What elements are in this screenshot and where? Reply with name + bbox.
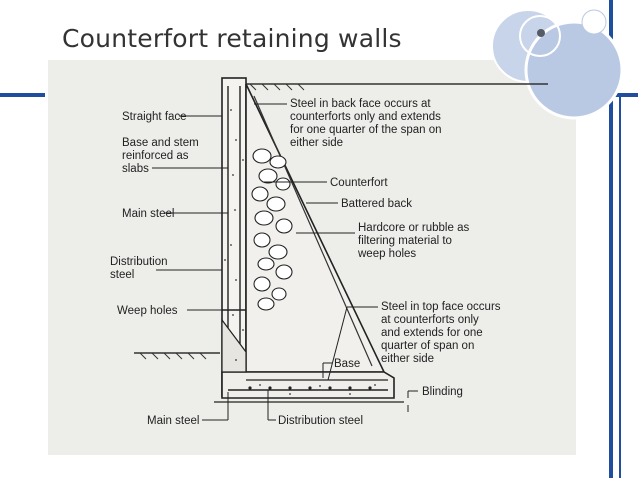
accent-circle-back (524, 20, 624, 120)
label-distribution-steel-bottom: Distribution steel (278, 415, 363, 427)
accent-dot (537, 29, 545, 37)
toe-haunch (221, 318, 247, 373)
accent-circle-ring (519, 15, 561, 57)
label-steel-top-face-3: and extends for one (381, 327, 483, 339)
label-distribution-steel-1: Distribution (110, 256, 168, 268)
right-vertical-rule-thin (619, 96, 621, 478)
accent-circle-small (581, 9, 607, 35)
label-base: Base (334, 358, 360, 370)
right-vertical-rule (609, 0, 613, 478)
base-concrete-stipple (235, 359, 376, 395)
distribution-steel-dots (248, 386, 372, 390)
label-blinding: Blinding (422, 386, 463, 398)
label-base-stem-3: slabs (122, 163, 149, 175)
label-steel-top-face-4: quarter of span on (381, 340, 474, 352)
label-hardcore-3: weep holes (357, 248, 416, 260)
label-battered-back: Battered back (341, 198, 412, 210)
label-main-steel-left: Main steel (122, 208, 174, 220)
front-ground-hatching (139, 352, 207, 360)
label-weep-holes: Weep holes (117, 305, 178, 317)
label-distribution-steel-2: steel (110, 269, 134, 281)
label-main-steel-bottom: Main steel (147, 415, 199, 427)
base-slab (221, 371, 395, 399)
label-steel-top-face-2: at counterforts only (381, 314, 479, 326)
label-straight-face: Straight face (122, 111, 187, 123)
label-base-stem-1: Base and stem (122, 137, 199, 149)
label-base-stem-2: reinforced as (122, 150, 189, 162)
label-steel-top-face-5: either side (381, 353, 434, 365)
hardcore-rubble (251, 148, 293, 311)
label-steel-back-face-2: counterforts only and extends (290, 111, 441, 123)
ground-hatching (249, 83, 305, 91)
label-steel-back-face-4: either side (290, 137, 343, 149)
label-hardcore-1: Hardcore or rubble as (358, 222, 469, 234)
label-steel-back-face-3: for one quarter of the span on (290, 124, 442, 136)
slide-title: Counterfort retaining walls (62, 24, 402, 53)
label-counterfort: Counterfort (330, 177, 388, 189)
counterfort-back-steel (253, 95, 373, 367)
label-steel-back-face-1: Steel in back face occurs at (290, 98, 431, 110)
left-accent-bar (0, 93, 45, 97)
leader-lines (152, 103, 418, 421)
label-steel-top-face-1: Steel in top face occurs (381, 301, 501, 313)
label-hardcore-2: filtering material to (358, 235, 452, 247)
